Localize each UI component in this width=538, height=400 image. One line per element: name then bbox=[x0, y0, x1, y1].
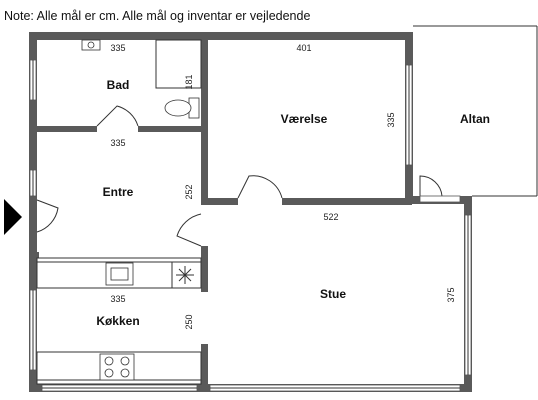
bad-fixtures bbox=[81, 39, 202, 119]
dim-stue-height: 375 bbox=[446, 287, 456, 302]
dim-entre-height: 252 bbox=[184, 184, 194, 199]
dim-entre-width: 335 bbox=[110, 138, 125, 148]
dim-bad-width: 335 bbox=[110, 43, 125, 53]
stove-icon bbox=[99, 353, 135, 381]
dim-kokken-width: 335 bbox=[110, 294, 125, 304]
door-swing-icon bbox=[96, 105, 139, 127]
room-label-altan: Altan bbox=[460, 112, 490, 126]
dim-stue-width: 522 bbox=[323, 212, 338, 222]
room-label-entre: Entre bbox=[103, 185, 134, 199]
dim-vaerelse-height: 335 bbox=[386, 112, 396, 127]
interior-walls bbox=[29, 32, 412, 392]
dim-vaerelse-width: 401 bbox=[296, 43, 311, 53]
door-swing-icon bbox=[36, 199, 59, 233]
kitchen-fixtures bbox=[36, 257, 202, 385]
plan-note: Note: Alle mål er cm. Alle mål og invent… bbox=[4, 9, 310, 23]
windows bbox=[29, 59, 472, 392]
door-swing-icon bbox=[237, 175, 283, 199]
dim-kokken-height: 250 bbox=[184, 314, 194, 329]
room-label-vaerelse: Værelse bbox=[281, 112, 328, 126]
sink-icon bbox=[81, 39, 101, 51]
door-swing-icon bbox=[176, 213, 202, 247]
outer-walls bbox=[29, 32, 472, 392]
room-label-kokken: Køkken bbox=[96, 314, 139, 328]
altan-area bbox=[413, 25, 538, 203]
room-label-bad: Bad bbox=[107, 78, 130, 92]
dim-bad-height: 181 bbox=[184, 74, 194, 89]
entrance-arrow-icon bbox=[4, 199, 22, 235]
doors bbox=[36, 105, 283, 247]
toilet-icon bbox=[164, 97, 200, 119]
kitchen-sink-icon bbox=[105, 262, 134, 286]
door-swing-icon bbox=[419, 175, 443, 197]
room-label-stue: Stue bbox=[320, 287, 346, 301]
